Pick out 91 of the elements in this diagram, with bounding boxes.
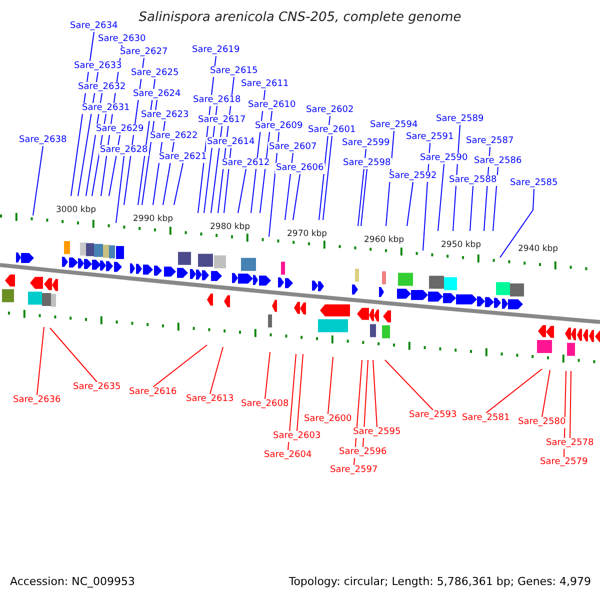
scale-label: 2970 kbp xyxy=(287,229,328,239)
leader-line xyxy=(152,344,208,388)
leader-line xyxy=(210,346,224,394)
gene-label: Sare_2604 xyxy=(263,450,313,461)
scale-label: 2950 kbp xyxy=(441,240,482,250)
gene-label: Sare_2579 xyxy=(539,457,589,468)
leader-line xyxy=(372,360,378,428)
gene-label: Sare_2606 xyxy=(275,163,325,174)
gene-label: Sare_2627 xyxy=(119,47,169,58)
accession-text: Accession: NC_009953 xyxy=(10,575,136,588)
gene-label: Sare_2595 xyxy=(352,427,402,438)
leader-line xyxy=(360,168,368,226)
genome-summary-text: Topology: circular; Length: 5,786,361 bp; Genes: 4,979 xyxy=(288,575,591,588)
gene-label: Sare_2601 xyxy=(307,125,357,136)
gene-label: Sare_2619 xyxy=(191,45,241,56)
gene-label: Sare_2585 xyxy=(509,178,559,189)
gene-label: Sare_2596 xyxy=(338,447,388,458)
gene-label: Sare_2630 xyxy=(97,34,147,45)
scale-label: 2960 kbp xyxy=(364,235,404,245)
leader-line xyxy=(358,148,366,226)
leader-line xyxy=(362,360,368,448)
gene-label: Sare_2602 xyxy=(305,105,355,116)
scale-label: 2980 kbp xyxy=(210,222,250,232)
gene-label: Sare_2598 xyxy=(342,158,392,169)
gene-label: Sare_2615 xyxy=(209,66,259,77)
gene-label: Sare_2623 xyxy=(140,110,190,121)
leader-line xyxy=(116,156,124,224)
gene-label: Sare_2589 xyxy=(435,114,485,125)
scale-label: 2990 kbp xyxy=(133,214,174,224)
gene-label: Sare_2616 xyxy=(128,387,178,398)
leader-line xyxy=(542,370,550,418)
gene-label: Sare_2594 xyxy=(369,120,419,131)
gene-label: Sare_2587 xyxy=(465,136,515,147)
leader-line xyxy=(238,168,246,214)
gene-label: Sare_2610 xyxy=(247,100,297,111)
leader-line xyxy=(500,188,534,258)
gene-label: Sare_2618 xyxy=(192,95,242,106)
gene-label: Sare_2599 xyxy=(341,138,391,149)
gene-label: Sare_2638 xyxy=(18,135,68,146)
leader-line xyxy=(36,326,44,396)
gene-label: Sare_2591 xyxy=(405,132,455,143)
gene-label: Sare_2597 xyxy=(329,465,379,476)
gene-label: Sare_2625 xyxy=(130,68,180,79)
gene-label: Sare_2600 xyxy=(303,414,353,425)
gene-label: Sare_2590 xyxy=(419,153,469,164)
leader-line xyxy=(174,162,184,206)
gene-label: Sare_2633 xyxy=(73,61,123,72)
gene-label: Sare_2636 xyxy=(12,395,62,406)
leader-line xyxy=(384,360,434,410)
leader-line xyxy=(50,328,98,382)
leader-line xyxy=(210,126,222,214)
leader-line xyxy=(406,182,414,226)
leader-line xyxy=(264,352,270,400)
leader-line xyxy=(570,370,572,438)
gene-label: Sare_2593 xyxy=(408,410,458,421)
gene-label: Sare_2586 xyxy=(473,156,523,167)
leader-line xyxy=(32,146,44,216)
gene-label: Sare_2632 xyxy=(77,82,127,93)
leader-line xyxy=(292,174,300,220)
gene-label: Sare_2607 xyxy=(268,142,318,153)
gene-label: Sare_2614 xyxy=(206,137,256,148)
leader-line xyxy=(322,136,332,220)
leader-line xyxy=(288,354,296,450)
gene-label: Sare_2631 xyxy=(81,103,131,114)
gene-label: Sare_2609 xyxy=(254,121,304,132)
gene-label: Sare_2624 xyxy=(132,89,182,100)
leader-line xyxy=(486,368,542,414)
title: Salinispora arenicola CNS-205, complete genome xyxy=(138,10,462,25)
gene-label: Sare_2581 xyxy=(461,413,511,424)
gene-label: Sare_2588 xyxy=(448,175,498,186)
leader-line xyxy=(470,186,474,232)
scale-label: 3000 kbp xyxy=(56,205,96,215)
gene-label: Sare_2617 xyxy=(197,115,247,126)
gene-label: Sare_2629 xyxy=(95,124,145,135)
gene-label: Sare_2634 xyxy=(69,21,119,32)
gene-label: Sare_2612 xyxy=(221,158,271,169)
gene-label: Sare_2592 xyxy=(388,171,438,182)
leader-line xyxy=(438,164,444,232)
gene-label: Sare_2608 xyxy=(240,399,290,410)
gene-label: Sare_2628 xyxy=(99,145,149,156)
gene-label: Sare_2578 xyxy=(545,438,595,449)
gene-label: Sare_2635 xyxy=(72,382,122,393)
gene-label: Sare_2603 xyxy=(272,431,322,442)
gene-label: Sare_2580 xyxy=(517,417,567,428)
leader-line xyxy=(328,356,334,414)
gene-label: Sare_2622 xyxy=(149,131,199,142)
gene-label: Sare_2613 xyxy=(185,394,235,405)
gene-label: Sare_2611 xyxy=(240,79,290,90)
scale-label: 2940 kbp xyxy=(518,244,558,254)
leader-line xyxy=(296,354,304,432)
gene-label: Sare_2621 xyxy=(158,152,208,163)
